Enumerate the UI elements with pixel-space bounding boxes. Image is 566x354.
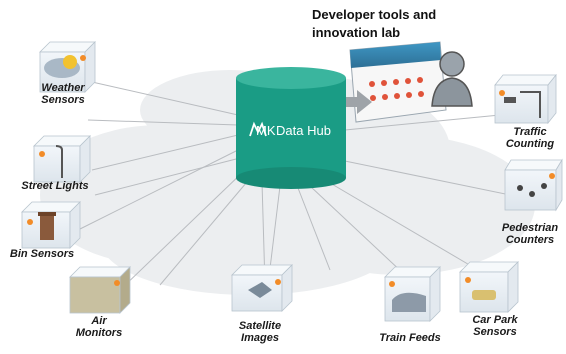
connector-air <box>119 169 246 291</box>
node-train-cube <box>384 266 441 322</box>
rss-icon <box>499 90 505 96</box>
connector-air-2 <box>159 175 253 286</box>
connector-lines <box>77 81 511 291</box>
rss-icon <box>549 173 555 179</box>
connector-car-park <box>324 179 479 271</box>
rss-icon <box>389 281 395 287</box>
connector-pedestrian <box>339 159 511 196</box>
hub-label: Data Hub <box>276 123 331 138</box>
train-icon <box>392 292 426 312</box>
traffic-camera-icon <box>520 91 541 118</box>
label-air-monitors: Air Monitors <box>75 315 123 339</box>
node-pedestrian-cube <box>504 158 563 212</box>
connector-traffic <box>344 114 501 131</box>
car-icon <box>472 290 496 300</box>
node-air-cube <box>69 266 131 314</box>
connector-weather <box>91 81 239 116</box>
connector-street-2 <box>94 157 241 196</box>
node-car-park-cube <box>459 261 519 313</box>
developer-panel-title: Developer tools and innovation lab <box>312 6 472 42</box>
label-traffic-counting: Traffic Counting <box>505 126 555 150</box>
user-avatar-icon <box>431 51 473 107</box>
hub-logo-icon <box>249 121 267 137</box>
node-traffic-cube <box>494 73 557 125</box>
satellite-icon <box>248 282 272 298</box>
label-train-feeds: Train Feeds <box>379 332 441 344</box>
rss-icon <box>80 55 86 61</box>
rss-icon <box>465 277 471 283</box>
rss-icon <box>275 279 281 285</box>
sun-icon <box>63 55 77 69</box>
label-satellite-images: Satellite Images <box>238 320 282 344</box>
rss-icon <box>39 151 45 157</box>
connector-train <box>309 185 406 276</box>
label-car-park-sensors: Car Park Sensors <box>472 314 518 338</box>
label-bin-sensors: Bin Sensors <box>9 248 75 260</box>
pedestrian-icon <box>517 185 523 191</box>
screen-dots <box>369 77 424 101</box>
rss-icon <box>27 219 33 225</box>
label-street-lights: Street Lights <box>21 180 89 192</box>
rss-icon <box>114 280 120 286</box>
bin-icon <box>40 214 54 240</box>
connector-bin <box>77 149 239 231</box>
connector-street-lights <box>91 134 239 171</box>
label-weather-sensors: Weather Sensors <box>41 82 85 106</box>
developer-title-line2: innovation lab <box>312 25 401 40</box>
node-weather-cube <box>39 41 96 93</box>
node-bin-cube <box>21 201 81 249</box>
hub-brand-label: MK <box>256 123 276 138</box>
node-street-lights-cube <box>33 135 91 183</box>
developer-screen <box>349 41 447 123</box>
label-pedestrian-counters: Pedestrian Counters <box>501 222 559 246</box>
street-lamp-icon <box>55 145 63 178</box>
developer-title-line1: Developer tools and <box>312 7 437 22</box>
connector-weather-2 <box>87 119 239 126</box>
connector-train-2 <box>297 187 331 271</box>
data-hub-cylinder: MK Data Hub <box>236 67 346 189</box>
node-satellite-cube <box>231 264 293 312</box>
